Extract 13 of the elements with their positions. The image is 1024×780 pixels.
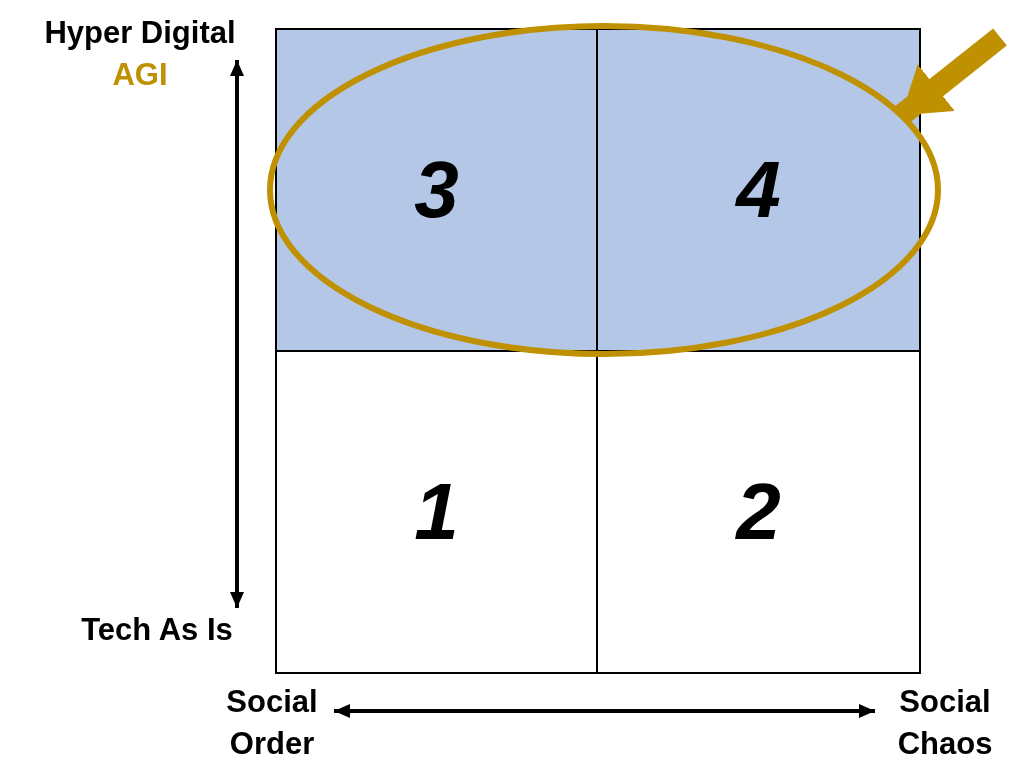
axis-label: Hyper Digital <box>43 14 237 52</box>
quadrant-number: 2 <box>736 472 781 552</box>
arrow <box>894 28 1007 124</box>
quadrant-number: 3 <box>414 150 459 230</box>
axis-label: Social Chaos <box>896 683 994 763</box>
quadrant-cell <box>596 350 921 674</box>
quadrant-cell <box>275 350 598 674</box>
axis-label: Tech As Is <box>80 611 234 649</box>
quadrant-number: 1 <box>414 472 459 552</box>
quadrant-number: 4 <box>736 150 781 230</box>
axis-label: AGI <box>111 56 169 94</box>
axis-label: Social Order <box>225 683 319 763</box>
highlight-ellipse <box>267 23 941 357</box>
